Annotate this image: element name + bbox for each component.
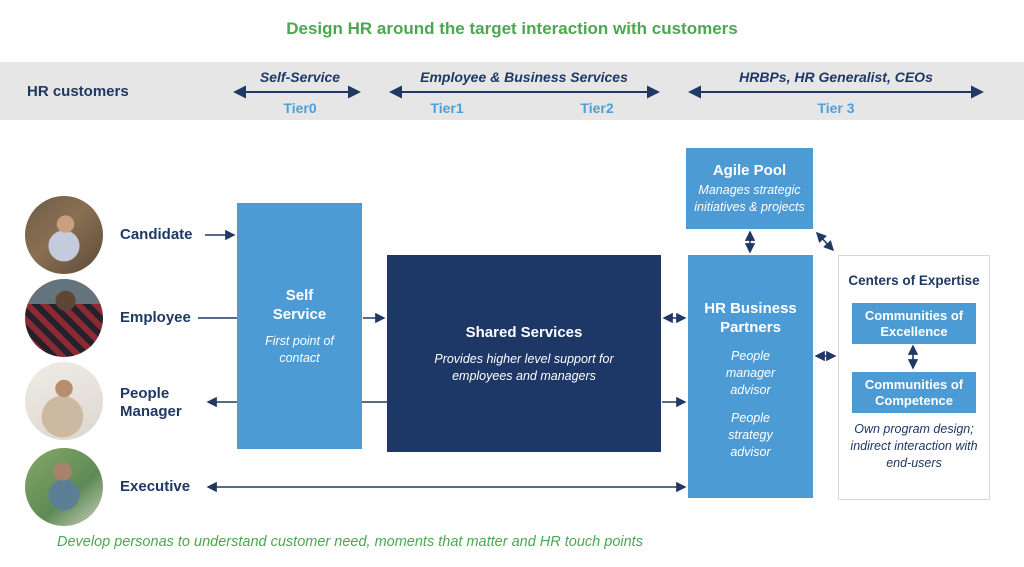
hrbp-role-people-strategy-advisor: People strategy advisor (728, 411, 773, 459)
avatar-employee (25, 279, 103, 357)
segment-label-hrbps: HRBPs, HR Generalist, CEOs (739, 69, 933, 85)
persona-label-employee: Employee (120, 309, 191, 326)
centers-of-expertise-note: Own program design; indirect interaction… (850, 422, 978, 470)
footer-note: Develop personas to understand customer … (57, 534, 643, 550)
tier3-label: Tier 3 (817, 100, 855, 116)
self-service-title: Self Service (272, 286, 327, 323)
communities-of-competence-box: Communities of Competence (852, 372, 976, 413)
segment-label-self-service: Self-Service (259, 69, 341, 85)
arrow-agile-pool-centers-of-expertise (815, 231, 835, 252)
hr-business-partners-title: HR Business Partners (704, 300, 797, 336)
self-service-subtitle: First point of contact (265, 333, 334, 365)
persona-label-people-manager: People Manager (120, 385, 182, 420)
centers-of-expertise-title: Centers of Expertise (848, 273, 980, 288)
tier2-label: Tier2 (580, 100, 614, 116)
agile-pool-box: Agile Pool Manages strategic initiatives… (686, 148, 813, 229)
avatar-people-manager (25, 362, 103, 440)
persona-label-candidate: Candidate (120, 226, 193, 243)
agile-pool-title: Agile Pool (712, 162, 787, 179)
segment-label-employee-business-services: Employee & Business Services (420, 69, 628, 85)
hrbp-role-people-manager-advisor: People manager advisor (725, 349, 776, 397)
shared-services-box: Shared Services Provides higher level su… (387, 255, 661, 452)
hr-customers-label: HR customers (27, 83, 129, 100)
shared-services-subtitle: Provides higher level support for employ… (434, 351, 614, 383)
tier0-label: Tier0 (283, 100, 317, 116)
avatar-candidate (25, 196, 103, 274)
self-service-box: Self Service First point of contact (237, 203, 362, 449)
persona-label-executive: Executive (120, 478, 191, 495)
centers-of-expertise-box: Centers of Expertise Communities of Exce… (838, 255, 990, 500)
page-title: Design HR around the target interaction … (286, 19, 738, 38)
avatar-executive (25, 448, 103, 526)
tier1-label: Tier1 (430, 100, 464, 116)
shared-services-title: Shared Services (465, 323, 583, 341)
communities-of-excellence-box: Communities of Excellence (852, 303, 976, 344)
hr-business-partners-box: HR Business Partners People manager advi… (688, 255, 813, 498)
agile-pool-subtitle: Manages strategic initiatives & projects (694, 183, 805, 214)
